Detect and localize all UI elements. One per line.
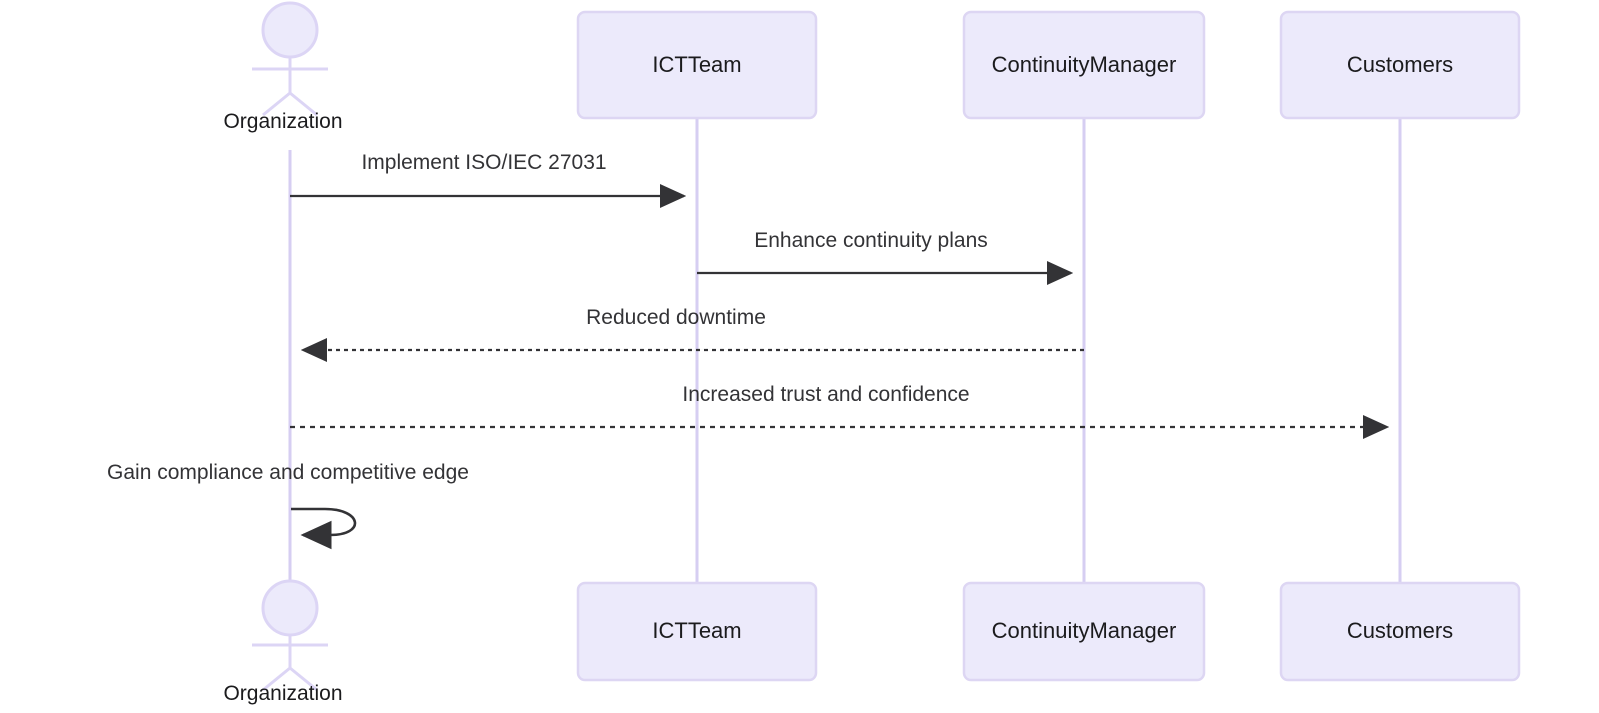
participant-box-customers-top[interactable]: Customers (1279, 10, 1521, 120)
participant-box-rect (962, 581, 1206, 682)
message-label: Enhance continuity plans (754, 229, 988, 252)
actor-leg-right-icon (289, 666, 318, 692)
message-enhance-continuity-plans[interactable]: Enhance continuity plans (697, 229, 1074, 286)
lifelines-layer (288, 118, 1402, 590)
actor-label: Organization (223, 682, 342, 705)
participant-headers-bottom: ICTTeam ContinuityManager Customers (576, 581, 1521, 682)
actor-organization-bottom[interactable]: Organization (223, 579, 343, 705)
actor-head-icon (261, 579, 319, 637)
participant-box-label: ContinuityManager (992, 618, 1177, 643)
message-increased-trust-and-confidence[interactable]: Increased trust and confidence (290, 383, 1390, 440)
actor-leg-left-icon (262, 91, 291, 117)
actor-leg-left-icon (262, 666, 291, 692)
participant-box-ictteam-top[interactable]: ICTTeam (576, 10, 818, 120)
actor-head-icon (261, 1, 319, 59)
participant-box-label: Customers (1347, 52, 1453, 77)
participant-box-rect (1279, 581, 1521, 682)
participant-box-ictteam-bottom[interactable]: ICTTeam (576, 581, 818, 682)
participant-box-label: ContinuityManager (992, 52, 1177, 77)
message-label: Reduced downtime (586, 306, 766, 329)
participant-box-continuitymanager-top[interactable]: ContinuityManager (962, 10, 1206, 120)
participant-box-label: Customers (1347, 618, 1453, 643)
messages-layer: Implement ISO/IEC 27031 Enhance continui… (107, 151, 1390, 550)
message-gain-compliance-and-competitive-edge[interactable]: Gain compliance and competitive edge (107, 461, 469, 550)
actor-label: Organization (223, 110, 342, 133)
message-implement-iso-iec-27031[interactable]: Implement ISO/IEC 27031 (290, 151, 687, 209)
participant-box-rect (962, 10, 1206, 120)
participant-box-label: ICTTeam (652, 52, 741, 77)
message-self-loop-path (291, 507, 357, 550)
participant-box-continuitymanager-bottom[interactable]: ContinuityManager (962, 581, 1206, 682)
participant-box-customers-bottom[interactable]: Customers (1279, 581, 1521, 682)
message-label: Increased trust and confidence (682, 383, 969, 406)
participant-box-rect (576, 581, 818, 682)
participant-headers-top: ICTTeam ContinuityManager Customers (576, 10, 1521, 120)
participant-box-rect (576, 10, 818, 120)
actor-leg-right-icon (289, 91, 318, 117)
participant-box-rect (1279, 10, 1521, 120)
actor-organization-top[interactable]: Organization (223, 1, 343, 133)
message-label: Gain compliance and competitive edge (107, 461, 469, 484)
participant-box-label: ICTTeam (652, 618, 741, 643)
message-label: Implement ISO/IEC 27031 (361, 151, 606, 174)
message-reduced-downtime[interactable]: Reduced downtime (300, 306, 1084, 363)
